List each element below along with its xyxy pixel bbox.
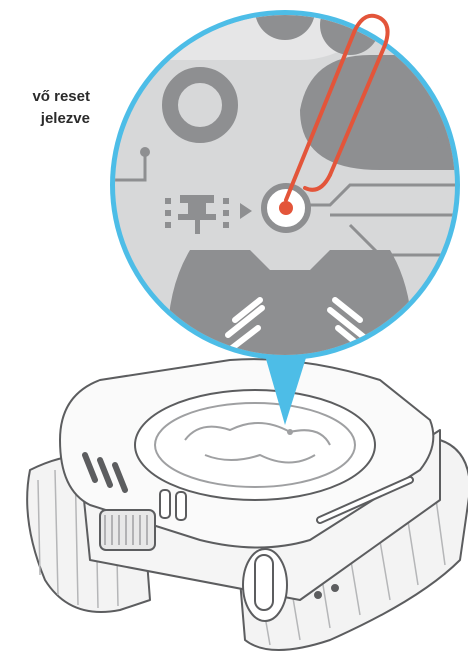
reset-hole-icon — [264, 186, 308, 230]
robot-tank-illustration — [27, 359, 468, 650]
magnified-view — [100, 0, 468, 380]
